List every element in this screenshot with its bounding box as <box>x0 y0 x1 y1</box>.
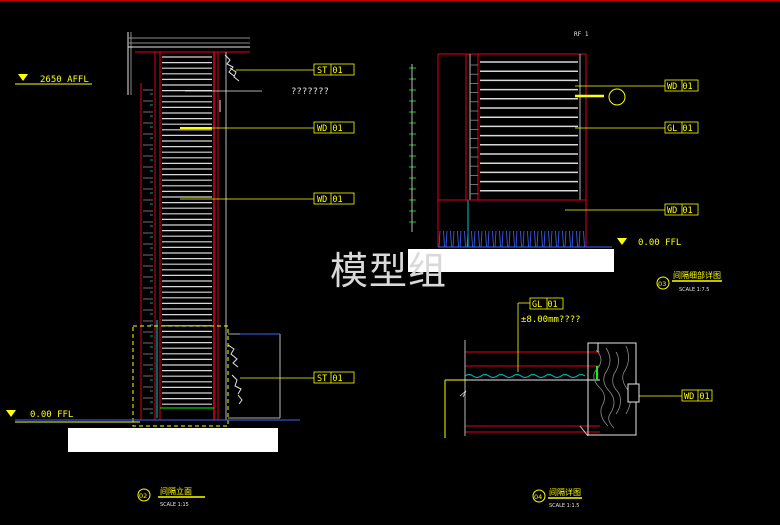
hatch-line <box>466 230 469 248</box>
svg-text:GL 01: GL 01 <box>667 124 693 134</box>
hatch-line <box>583 230 585 248</box>
hatch-line <box>527 230 529 248</box>
hatch-line <box>443 230 445 248</box>
hatch-line <box>555 230 557 248</box>
hatch-line <box>520 230 522 248</box>
svg-text:WD 01: WD 01 <box>667 82 693 92</box>
hatch-line <box>487 230 490 248</box>
partial-dimension-ticks <box>409 67 416 223</box>
hatch-line <box>494 230 497 248</box>
tag-wd01-detail: WD 01 <box>681 389 713 402</box>
hatch-line <box>557 230 560 248</box>
hatch-line <box>464 230 466 248</box>
title-circles <box>137 276 670 503</box>
hatch-line <box>529 230 532 248</box>
tag-wd01-right1: WD 01 <box>664 79 699 92</box>
hatch-line <box>534 230 536 248</box>
hatch-line <box>576 230 578 248</box>
title-name-detail: 间隔详图 <box>549 487 581 497</box>
section-detail-view <box>444 302 682 438</box>
hatch-line <box>536 230 539 248</box>
title-number-detail: 04 <box>534 493 542 501</box>
elevation-ticks <box>143 89 153 414</box>
level-marker-ffl-right <box>617 238 627 245</box>
hatch-line <box>438 230 441 248</box>
svg-text:ST 01: ST 01 <box>317 66 343 76</box>
hatch-line <box>480 230 483 248</box>
partial-detail-view <box>409 53 612 248</box>
title-scale-detail: SCALE 1:1.5 <box>549 503 579 509</box>
watermark-text: 模型组 <box>330 249 448 293</box>
title-number-partial: 03 <box>658 280 666 288</box>
hatch-line <box>506 230 508 248</box>
title-underlines <box>158 280 722 499</box>
hatch-line <box>450 230 452 248</box>
elevation-slats <box>162 56 212 405</box>
tag-wd01-mid1: WD 01 <box>313 121 355 134</box>
hatch-line <box>571 230 574 248</box>
hatch-line <box>564 230 567 248</box>
window-border-line <box>0 0 780 1</box>
title-name-partial: 间隔细部详图 <box>673 270 721 280</box>
svg-text:GL 01: GL 01 <box>532 300 558 310</box>
hatch-line <box>550 230 553 248</box>
level-label-ffl-left: 0.00 FFL <box>30 410 73 420</box>
partial-leaders <box>565 85 665 211</box>
tag-wd01-right2: WD 01 <box>664 203 699 216</box>
svg-text:WD 01: WD 01 <box>684 392 710 402</box>
hatch-line <box>548 230 550 248</box>
hatch-line <box>501 230 504 248</box>
title-scale-elevation: SCALE 1:15 <box>160 502 189 508</box>
hatch-line <box>562 230 564 248</box>
note-question: ??????? <box>291 87 329 97</box>
tag-wd01-mid2: WD 01 <box>313 192 355 205</box>
hatch-line <box>508 230 511 248</box>
hatch-line <box>499 230 501 248</box>
hatch-line <box>452 230 455 248</box>
hatch-line <box>459 230 462 248</box>
tag-st01-top: ST 01 <box>313 63 355 76</box>
hatch-line <box>543 230 546 248</box>
hatch-line <box>478 230 480 248</box>
hatch-line <box>471 230 473 248</box>
hatch-line <box>569 230 571 248</box>
tag-st01-bottom: ST 01 <box>313 371 355 384</box>
top-view-label: RF 1 <box>574 31 589 38</box>
svg-text:WD 01: WD 01 <box>317 124 343 134</box>
white-mask-left <box>68 428 278 452</box>
hatch-line <box>445 230 448 248</box>
partial-floor-hatch <box>438 230 585 248</box>
svg-text:ST 01: ST 01 <box>317 374 343 384</box>
level-label-affl: 2650 AFFL <box>40 75 89 85</box>
note-tolerance: ±8.00mm???? <box>521 315 581 325</box>
hatch-line <box>513 230 515 248</box>
tag-gl01-detail: GL 01 <box>529 297 564 310</box>
title-number-elevation: 02 <box>139 492 147 500</box>
hatch-line <box>522 230 525 248</box>
tag-gl01-right: GL 01 <box>664 121 699 134</box>
partial-slats <box>470 61 578 195</box>
hatch-line <box>492 230 494 248</box>
title-name-elevation: 间隔立面 <box>160 486 192 496</box>
level-marker-affl <box>15 74 92 85</box>
hatch-line <box>515 230 518 248</box>
svg-text:WD 01: WD 01 <box>667 206 693 216</box>
hatch-line <box>485 230 487 248</box>
section-callout-circle <box>608 88 626 106</box>
svg-text:WD 01: WD 01 <box>317 195 343 205</box>
elevation-view <box>15 32 300 427</box>
level-marker-ffl-left <box>6 410 16 417</box>
hatch-line <box>578 230 581 248</box>
title-scale-partial: SCALE 1:7.5 <box>679 287 709 293</box>
white-mask-right <box>408 249 614 272</box>
hatch-line <box>541 230 543 248</box>
hatch-line <box>473 230 476 248</box>
hatch-line <box>457 230 459 248</box>
level-label-ffl-right: 0.00 FFL <box>638 238 681 248</box>
